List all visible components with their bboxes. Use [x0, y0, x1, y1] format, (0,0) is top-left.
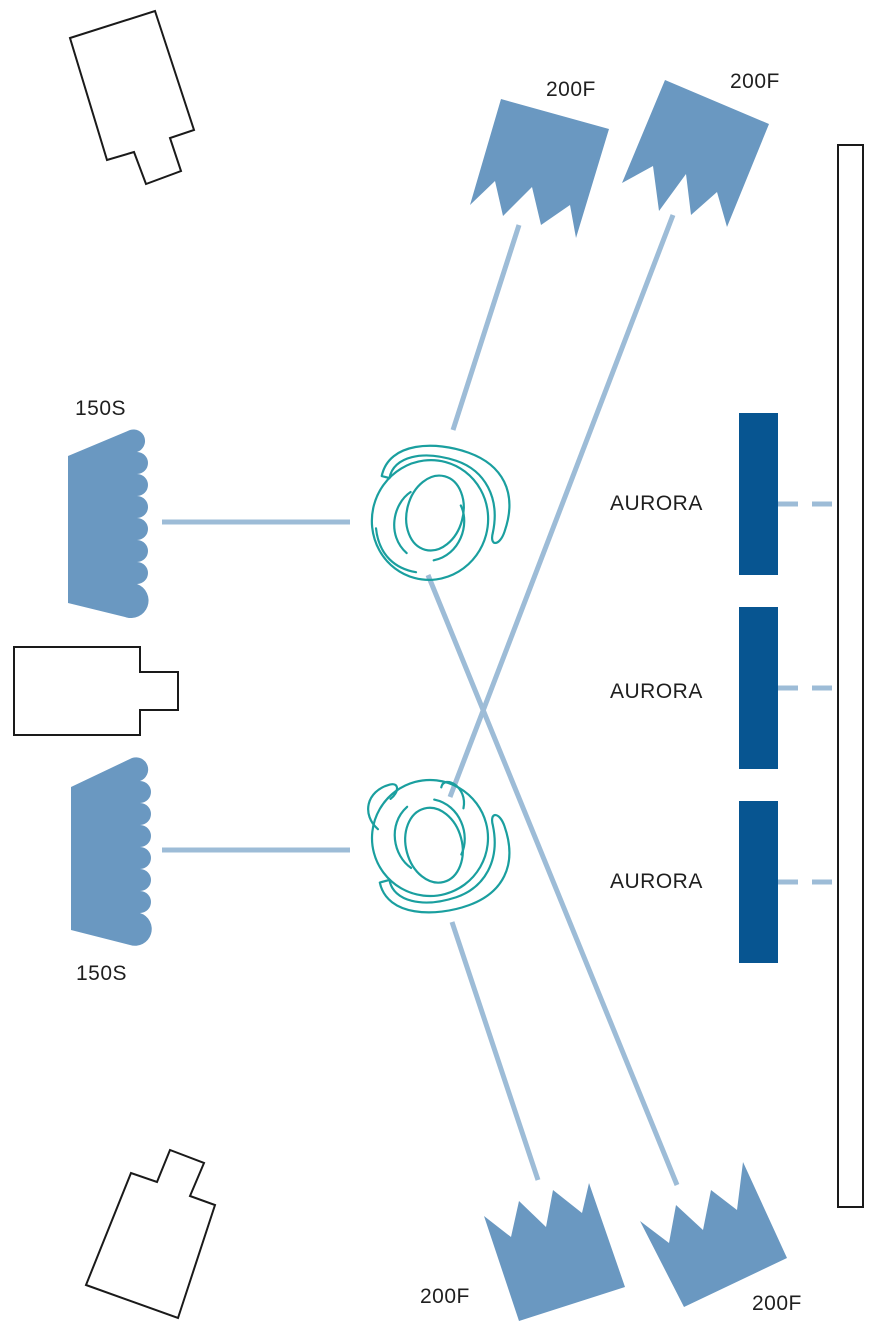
camera-icon: [84, 1148, 217, 1320]
label-aurora-2: AURORA: [610, 680, 703, 703]
fresnel-light-icon: [470, 99, 609, 238]
fresnel-light-icon: [484, 1183, 625, 1321]
fresnel-light-icon: [640, 1162, 787, 1307]
beam-top-left: [450, 224, 522, 431]
fresnel-light-icon: [622, 80, 769, 227]
aurora-panel-icon: [739, 607, 778, 769]
label-200f-bottom-left: 200F: [420, 1285, 470, 1308]
camera-icon: [68, 9, 196, 186]
beam-top-right: [447, 214, 676, 798]
softlight-icon: [71, 757, 152, 946]
person-topdown-icon: [367, 778, 511, 914]
label-200f-top-right: 200F: [730, 70, 780, 93]
beam-bottom-right: [425, 574, 680, 1186]
aurora-panel-icon: [739, 413, 778, 575]
beam-bottom-left: [449, 921, 541, 1181]
camera-icon: [13, 646, 179, 736]
label-aurora-1: AURORA: [610, 492, 703, 515]
softlight-icon: [68, 429, 149, 619]
beam-lines: [162, 214, 838, 1186]
label-200f-bottom-right: 200F: [752, 1292, 802, 1315]
person-topdown-icon: [370, 444, 511, 581]
label-150s-lower: 150S: [76, 962, 127, 985]
label-aurora-3: AURORA: [610, 870, 703, 893]
label-150s-upper: 150S: [75, 397, 126, 420]
aurora-panel-icon: [739, 801, 778, 963]
label-200f-top-left: 200F: [546, 78, 596, 101]
backdrop-icon: [837, 144, 864, 1208]
